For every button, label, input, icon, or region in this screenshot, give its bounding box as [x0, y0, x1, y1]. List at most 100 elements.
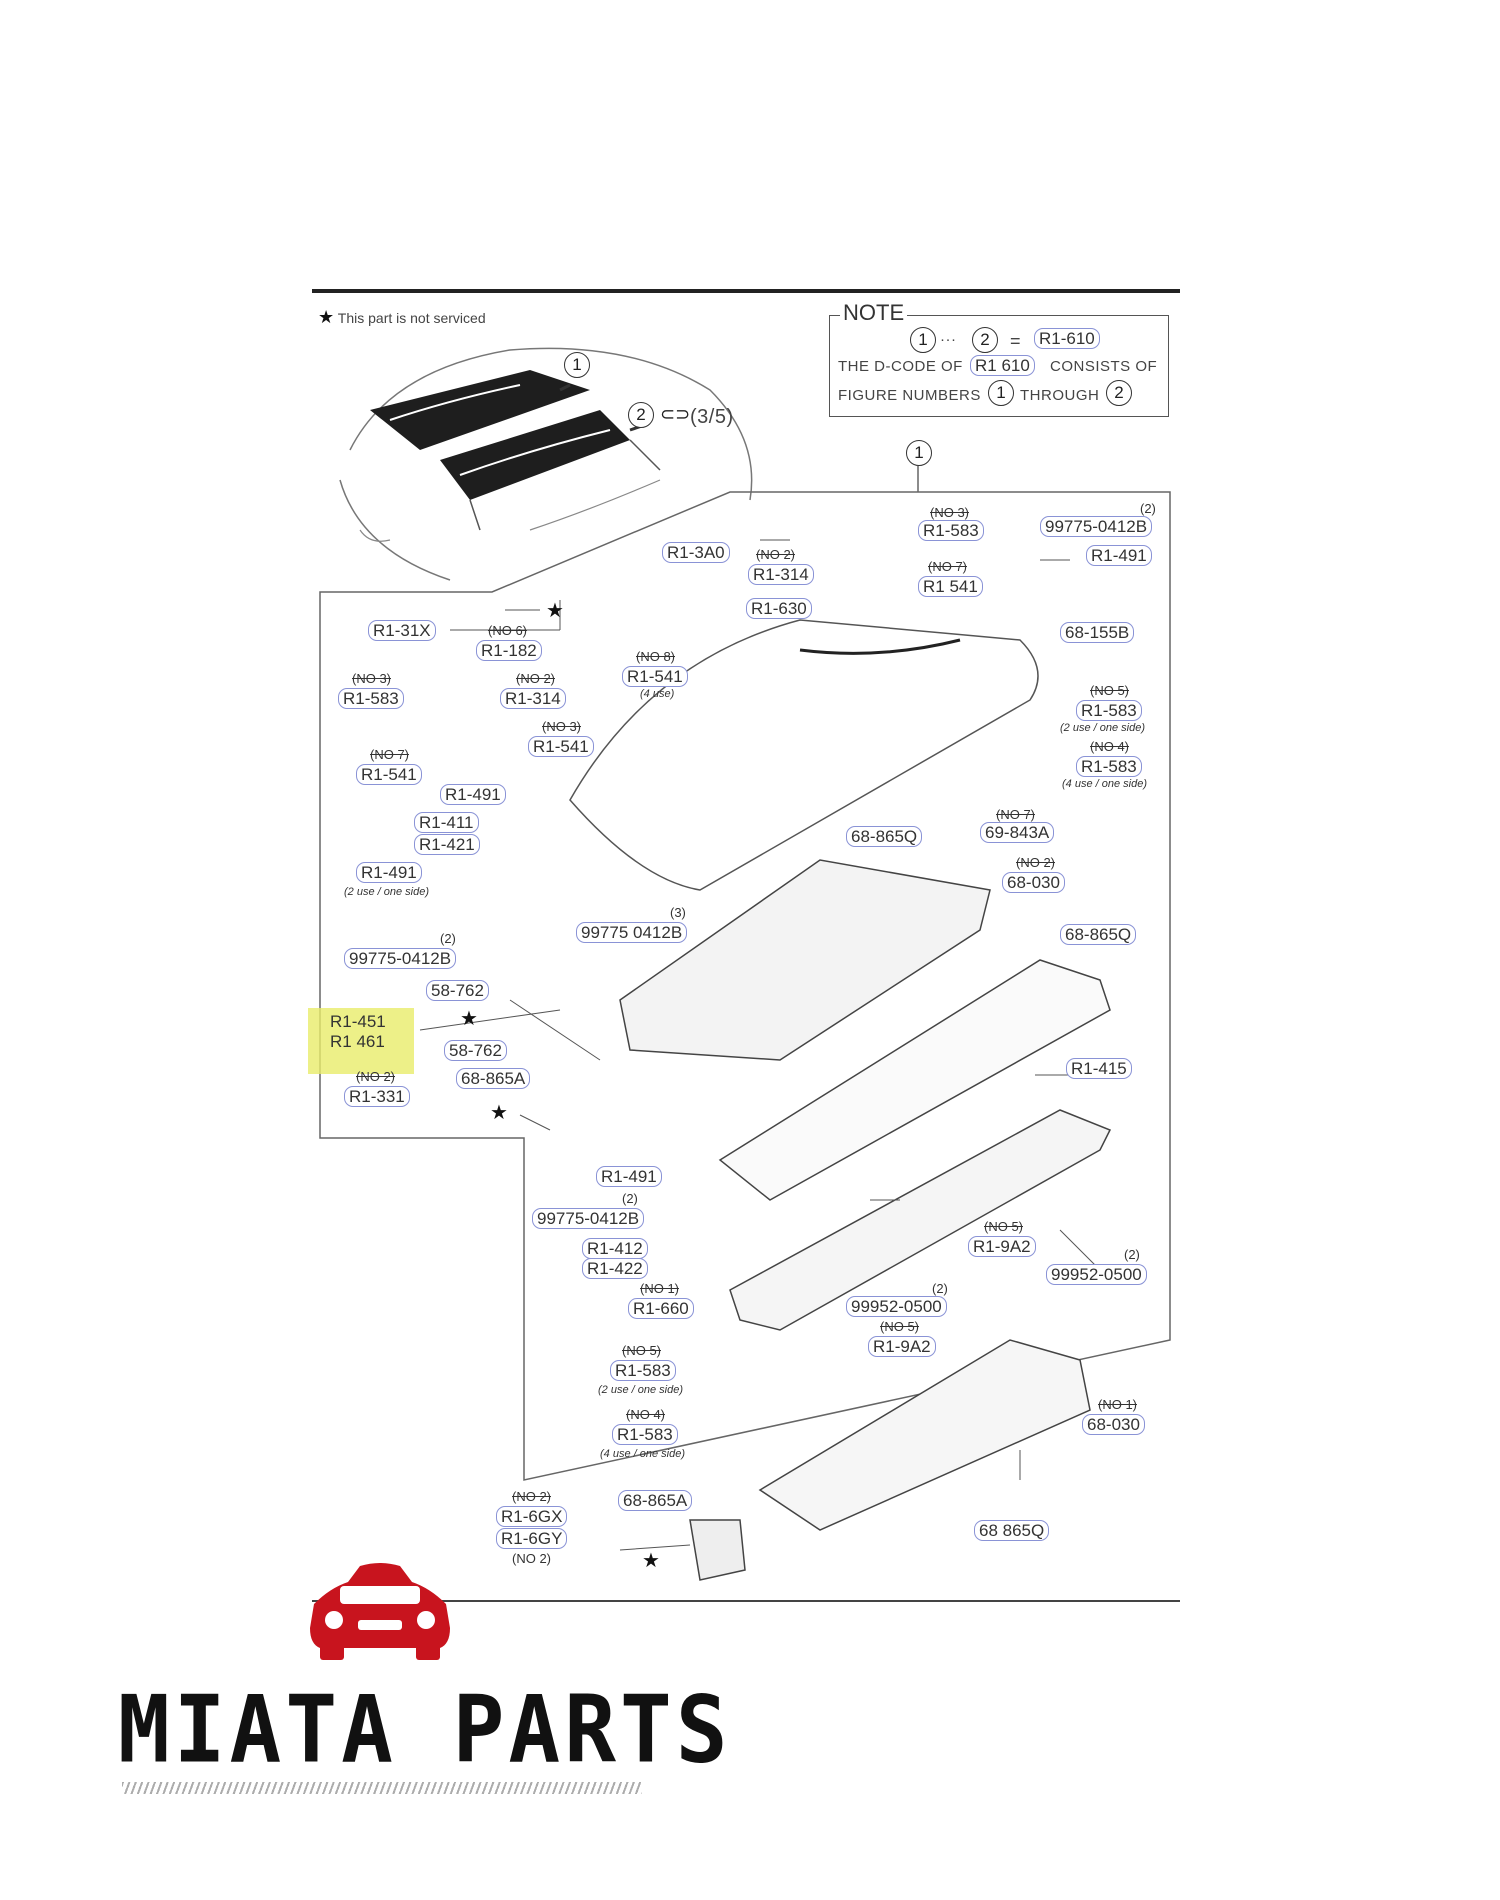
legend-text: This part is not serviced [337, 310, 486, 326]
part-label[interactable]: R1-660 [628, 1298, 694, 1319]
note-code-r1-610: R1-610 [1034, 328, 1100, 349]
label-sub: (NO 4) [626, 1407, 665, 1422]
note-line3-circle-1: 1 [988, 380, 1014, 406]
part-label[interactable]: R1-412 [582, 1238, 648, 1259]
note-line3-mid: THROUGH [1020, 387, 1100, 404]
star-icon: ★ [546, 600, 564, 622]
note-title: NOTE [840, 300, 908, 326]
label-sub: (NO 2) [516, 671, 555, 686]
star-icon: ★ [318, 307, 335, 327]
part-label[interactable]: R1-421 [414, 834, 480, 855]
label-sub: (2) [1140, 501, 1156, 516]
part-label[interactable]: R1 541 [918, 576, 983, 597]
part-label[interactable]: 58-762 [444, 1040, 507, 1061]
label-sub: (3) [670, 905, 686, 920]
part-label[interactable]: R1-491 [1086, 545, 1152, 566]
overview-callout-2-ref: (3/5) [690, 406, 734, 428]
part-label[interactable]: 68-865A [618, 1490, 693, 1511]
note-circle-2: 2 [972, 327, 998, 353]
star-icon: ★ [490, 1102, 508, 1124]
part-label[interactable]: R1-541 [528, 736, 594, 757]
star-icon: ★ [460, 1008, 478, 1030]
overview-callout-1: 1 [564, 352, 590, 378]
part-label[interactable]: R1-422 [582, 1258, 648, 1279]
part-label[interactable]: R1-583 [338, 688, 404, 709]
label-sub: (NO 3) [930, 505, 969, 520]
part-label[interactable]: R1-541 [356, 764, 422, 785]
overview-callout-2: 2 [628, 402, 654, 428]
star-icon: ★ [642, 1550, 660, 1572]
label-note: (2 use / one side) [598, 1384, 683, 1396]
label-sub: (NO 2) [512, 1551, 551, 1566]
part-label[interactable]: R1-182 [476, 640, 542, 661]
label-sub: (NO 7) [996, 807, 1035, 822]
note-line2-pre: THE D-CODE OF [838, 358, 963, 375]
part-label[interactable]: R1-541 [622, 666, 688, 687]
label-note: (2 use / one side) [1060, 722, 1145, 734]
part-label[interactable]: 68-865Q [1060, 924, 1137, 945]
part-label[interactable]: R1-9A2 [968, 1236, 1036, 1257]
part-label[interactable]: 99775-0412B [532, 1208, 645, 1229]
part-label[interactable]: 99775-0412B [344, 948, 457, 969]
label-sub: (NO 3) [542, 719, 581, 734]
label-sub: (NO 8) [636, 649, 675, 664]
label-sub: (NO 6) [488, 623, 527, 638]
part-label[interactable]: R1 461 [330, 1032, 385, 1051]
part-label[interactable]: 68-865Q [846, 826, 923, 847]
label-sub: (NO 2) [756, 547, 795, 562]
top-rule [312, 289, 1180, 293]
part-label[interactable]: R1-6GX [496, 1506, 568, 1527]
overview-sketch [339, 347, 753, 581]
part-label[interactable]: 69-843A [980, 822, 1055, 843]
part-label[interactable]: R1-451 [330, 1012, 386, 1031]
part-label[interactable]: 99775 0412B [576, 922, 688, 943]
part-label[interactable]: 68-030 [1082, 1414, 1145, 1435]
highlight-r1-451 [308, 1008, 414, 1074]
part-label[interactable]: R1-331 [344, 1086, 410, 1107]
part-label[interactable]: 68-865A [456, 1068, 531, 1089]
label-sub: (NO 5) [984, 1219, 1023, 1234]
part-label[interactable]: R1-9A2 [868, 1336, 936, 1357]
part-label[interactable]: R1-314 [500, 688, 566, 709]
part-label[interactable]: 58-762 [426, 980, 489, 1001]
part-label[interactable]: 99952-0500 [1046, 1264, 1147, 1285]
book-ref-icon: ⊂⊃ [660, 404, 691, 424]
part-label[interactable]: R1-491 [440, 784, 506, 805]
label-sub: (NO 7) [370, 747, 409, 762]
part-label[interactable]: R1-491 [596, 1166, 662, 1187]
part-label[interactable]: R1-583 [1076, 756, 1142, 777]
label-sub: (NO 3) [352, 671, 391, 686]
part-label[interactable]: R1-6GY [496, 1528, 568, 1549]
part-label[interactable]: R1-3A0 [662, 542, 730, 563]
part-label[interactable]: R1-583 [1076, 700, 1142, 721]
note-box [829, 315, 1169, 417]
part-label[interactable]: R1-31X [368, 620, 436, 641]
part-label[interactable]: 68-155B [1060, 622, 1135, 643]
label-sub: (NO 5) [1090, 683, 1129, 698]
label-sub: (NO 5) [880, 1319, 919, 1334]
part-label[interactable]: 68 865Q [974, 1520, 1050, 1541]
part-label[interactable]: 99775-0412B [1040, 516, 1153, 537]
part-label[interactable]: R1-314 [748, 564, 814, 585]
part-label[interactable]: 68-030 [1002, 872, 1065, 893]
label-sub: (NO 1) [1098, 1397, 1137, 1412]
part-label[interactable]: R1-583 [610, 1360, 676, 1381]
main-callout-1: 1 [906, 440, 932, 466]
part-label[interactable]: 99952-0500 [846, 1296, 947, 1317]
legend: ★ This part is not serviced [318, 307, 486, 328]
part-label[interactable]: R1-415 [1066, 1058, 1132, 1079]
bottom-rule [312, 1600, 1180, 1602]
label-sub: (NO 7) [928, 559, 967, 574]
label-note: (4 use) [640, 688, 675, 700]
note-line3-circle-2: 2 [1106, 380, 1132, 406]
part-label[interactable]: R1-630 [746, 598, 812, 619]
part-label[interactable]: R1-411 [414, 812, 479, 833]
part-label[interactable]: R1-583 [612, 1424, 678, 1445]
part-label[interactable]: R1-491 [356, 862, 422, 883]
note-line2-code: R1 610 [970, 355, 1035, 376]
part-label[interactable]: R1-583 [918, 520, 984, 541]
note-line3-pre: FIGURE NUMBERS [838, 387, 981, 404]
label-sub: (NO 5) [622, 1343, 661, 1358]
